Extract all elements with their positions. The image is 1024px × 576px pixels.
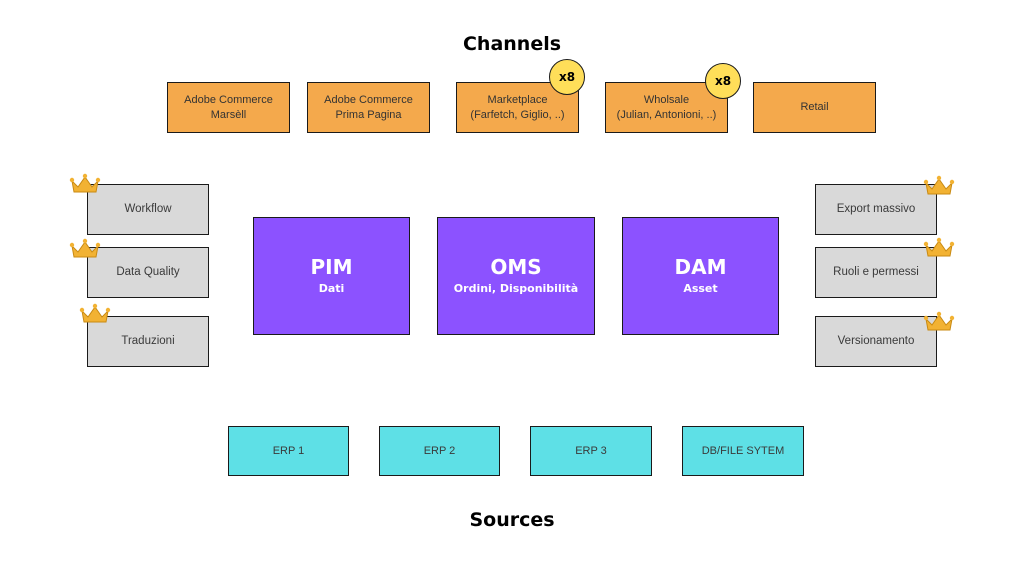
channel-line2: (Julian, Antonioni, ..)	[616, 108, 717, 121]
core-title: OMS	[490, 255, 542, 279]
feature-ruoli-e-permessi: Ruoli e permessi	[815, 247, 937, 298]
source-label: DB/FILE SYTEM	[701, 444, 785, 457]
channel-line2: (Farfetch, Giglio, ..)	[470, 108, 565, 121]
core-subtitle: Dati	[318, 282, 345, 295]
channel-adobe-commerce-prima-pagina: Adobe Commerce Prima Pagina	[307, 82, 430, 133]
core-dam: DAM Asset	[622, 217, 779, 335]
channel-line2: Prima Pagina	[335, 108, 402, 121]
channel-line1: Retail	[800, 101, 829, 113]
crown-icon	[79, 303, 111, 323]
crown-icon	[69, 173, 101, 193]
channel-line1: Marketplace	[487, 93, 548, 106]
crown-icon	[923, 175, 955, 195]
feature-label: Workflow	[124, 203, 172, 215]
feature-versionamento: Versionamento	[815, 316, 937, 367]
source-erp-1: ERP 1	[228, 426, 349, 476]
core-title: DAM	[674, 255, 727, 279]
crown-icon	[923, 237, 955, 257]
source-erp-3: ERP 3	[530, 426, 652, 476]
source-erp-2: ERP 2	[379, 426, 500, 476]
channel-retail: Retail	[753, 82, 876, 133]
source-label: ERP 1	[272, 444, 305, 457]
feature-data-quality: Data Quality	[87, 247, 209, 298]
channel-adobe-commerce-marsell: Adobe Commerce Marsèll	[167, 82, 290, 133]
crown-icon	[923, 311, 955, 331]
channels-title: Channels	[462, 33, 562, 55]
channel-line2: Marsèll	[210, 108, 247, 121]
count-badge-wholsale: x8	[705, 63, 741, 99]
core-subtitle: Ordini, Disponibilità	[453, 282, 579, 295]
source-label: ERP 3	[575, 444, 607, 457]
source-label: ERP 2	[423, 444, 456, 457]
feature-traduzioni: Traduzioni	[87, 316, 209, 367]
crown-icon	[69, 238, 101, 258]
sources-title: Sources	[469, 509, 555, 531]
channel-line1: Adobe Commerce	[324, 93, 413, 106]
channel-line1: Adobe Commerce	[184, 93, 273, 106]
feature-label: Versionamento	[837, 335, 915, 347]
core-oms: OMS Ordini, Disponibilità	[437, 217, 595, 335]
count-badge-marketplace: x8	[549, 59, 585, 95]
feature-export-massivo: Export massivo	[815, 184, 937, 235]
core-pim: PIM Dati	[253, 217, 410, 335]
feature-label: Export massivo	[836, 203, 916, 215]
core-title: PIM	[310, 255, 353, 279]
feature-label: Ruoli e permessi	[833, 266, 919, 278]
channel-line1: Wholsale	[643, 93, 690, 106]
feature-label: Data Quality	[116, 266, 180, 278]
feature-label: Traduzioni	[121, 335, 175, 347]
feature-workflow: Workflow	[87, 184, 209, 235]
core-subtitle: Asset	[683, 282, 718, 295]
source-db-file-system: DB/FILE SYTEM	[682, 426, 804, 476]
